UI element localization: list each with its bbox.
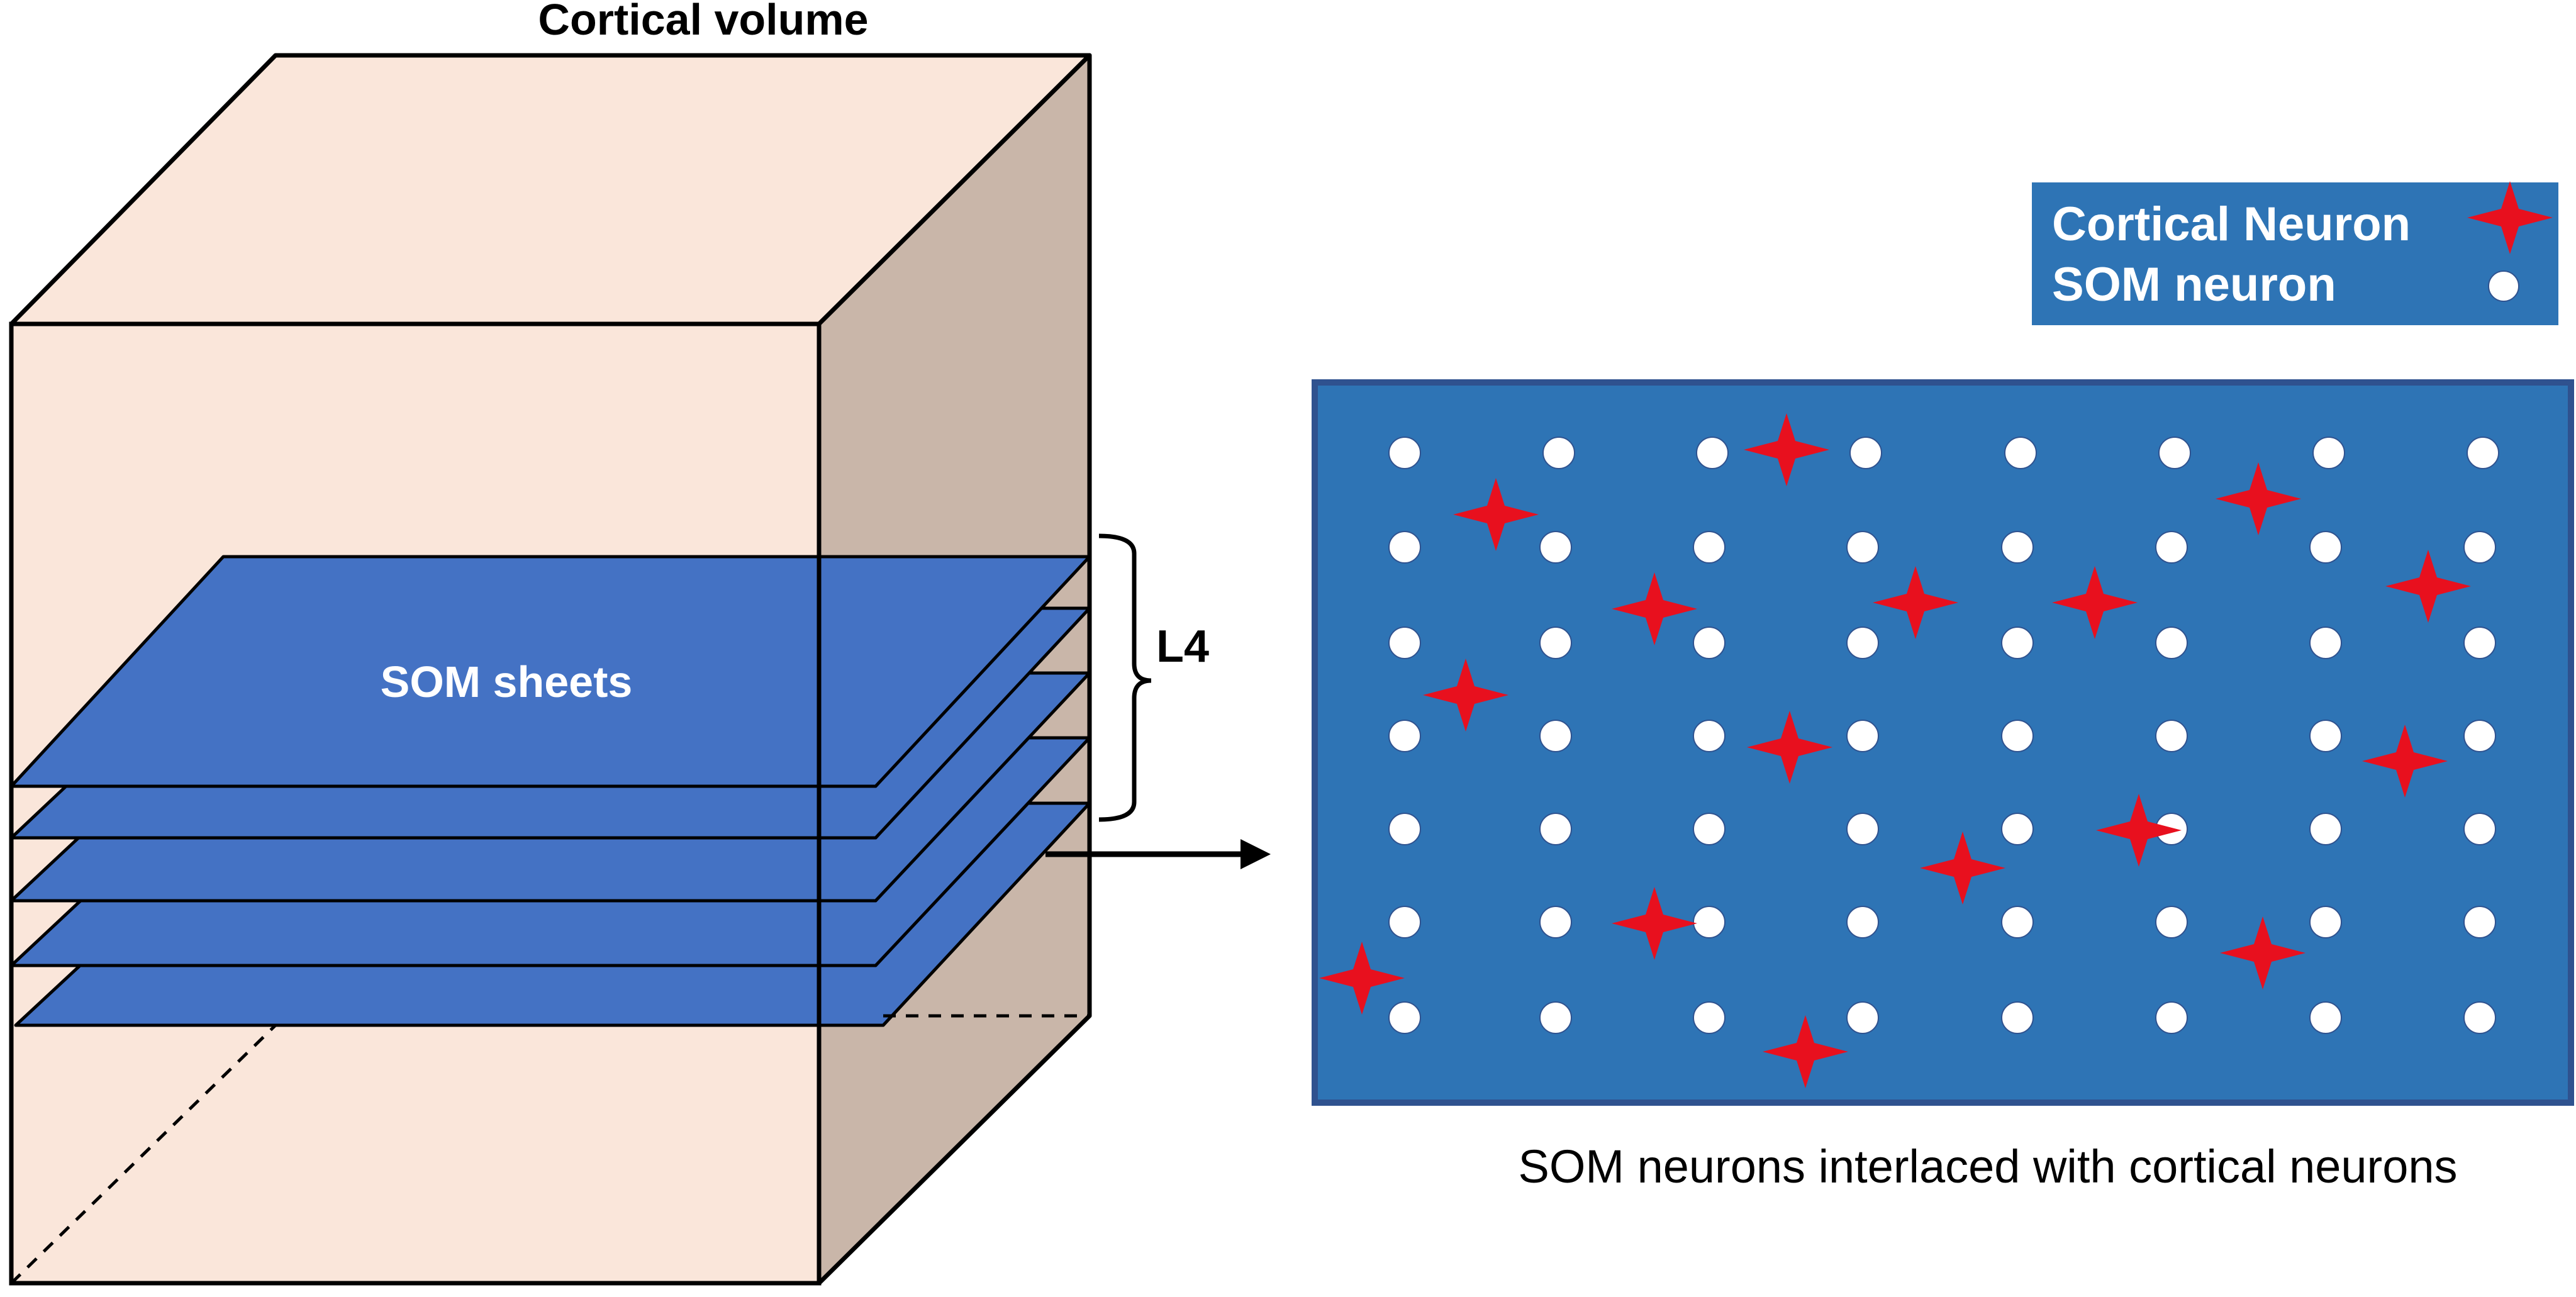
som-neuron-dot [1388,626,1421,659]
som-neuron-dot [2001,906,2034,938]
som-neuron-dot [1539,1001,1572,1034]
panel-caption: SOM neurons interlaced with cortical neu… [1518,1140,2457,1193]
som-neuron-dot [1696,437,1729,469]
sheet-label: SOM sheets [381,657,633,706]
som-neuron-dot [1849,437,1882,469]
legend-box [2032,182,2558,325]
som-neuron-dot [2155,1001,2188,1034]
som-neuron-dot [1846,531,1879,564]
diagram-title: Cortical volume [538,0,868,44]
som-neuron-dot [2463,906,2496,938]
legend-cortical-label: Cortical Neuron [2052,198,2411,251]
som-neuron-dot [2312,437,2345,469]
som-neuron-dot [1693,906,1726,938]
arrow-to-panel [1045,839,1271,869]
legend: Cortical Neuron SOM neuron [2032,181,2558,325]
layer-label: L4 [1156,621,1209,672]
som-neuron-dot [1539,813,1572,845]
som-neuron-dot [2309,1001,2342,1034]
som-neuron-dot [1693,720,1726,752]
som-neuron-dot [1693,531,1726,564]
som-neuron-dot [1539,531,1572,564]
panel-background [1312,379,2574,1106]
som-neuron-dot [2463,813,2496,845]
som-dot-grid [1388,437,2499,1034]
som-neuron-dot [2467,437,2499,469]
som-neuron-dot [2463,531,2496,564]
som-neuron-dot [1539,626,1572,659]
som-neuron-dot [1693,1001,1726,1034]
cube-back-diagonal-edge-dashed [10,1024,277,1284]
som-neuron-dot [1388,813,1421,845]
som-neuron-dot [2309,531,2342,564]
som-neuron-dot [1388,437,1421,469]
neuron-panel [1312,379,2574,1106]
som-neuron-dot [1388,720,1421,752]
som-neuron-dot [1388,531,1421,564]
som-neuron-dot [2463,626,2496,659]
som-sheets [9,555,1091,1027]
som-neuron-dot [1846,626,1879,659]
som-neuron-dot [1693,626,1726,659]
som-neuron-dot [1846,813,1879,845]
som-neuron-dot [2001,626,2034,659]
som-neuron-dot [1388,906,1421,938]
legend-som-label: SOM neuron [2052,258,2336,311]
som-neuron-dot [2155,626,2188,659]
som-neuron-dot [1539,720,1572,752]
som-neuron-dot [1846,906,1879,938]
som-neuron-dot [1846,720,1879,752]
som-neuron-dot [2158,437,2191,469]
som-neuron-dot [1693,813,1726,845]
som-neuron-dot [2155,720,2188,752]
som-neuron-dot [1542,437,1575,469]
som-neuron-dot [1846,1001,1879,1034]
som-neuron-dot [2309,813,2342,845]
som-neuron-dot [2001,531,2034,564]
som-neuron-dot [2463,1001,2496,1034]
som-neuron-dot [2309,626,2342,659]
som-neuron-dot [2001,1001,2034,1034]
legend-dot-icon [2488,270,2519,302]
som-neuron-dot [1388,1001,1421,1034]
som-neuron-dot [2155,906,2188,938]
som-neuron-dot [2001,720,2034,752]
som-neuron-dot [2001,813,2034,845]
som-neuron-dot [2309,720,2342,752]
som-neuron-dot [2463,720,2496,752]
som-neuron-dot [2004,437,2037,469]
som-neuron-dot [2155,531,2188,564]
som-neuron-dot [2309,906,2342,938]
l4-bracket [1098,533,1152,822]
som-neuron-dot [1539,906,1572,938]
